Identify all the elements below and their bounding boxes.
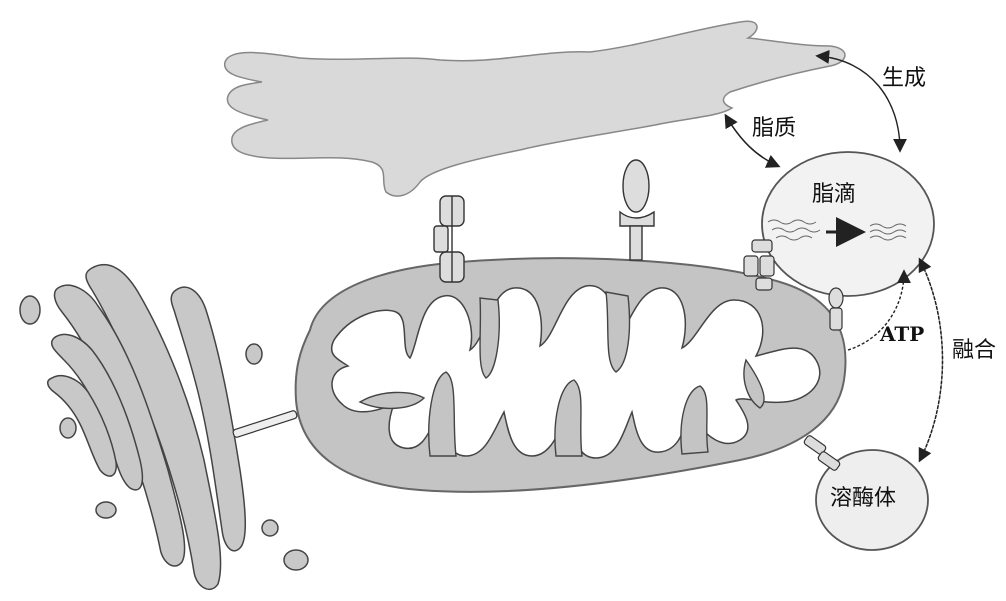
label-fusion: 融合 (952, 340, 996, 362)
mito-droplet-tether (829, 288, 843, 330)
golgi-vesicle (262, 520, 278, 536)
label-lipid: 脂质 (752, 118, 796, 140)
fusion-arrow (920, 260, 943, 460)
endoplasmic-reticulum (225, 21, 845, 196)
golgi-vesicle (284, 550, 308, 570)
fusion-arrow (920, 260, 943, 460)
mito-lysosome-tether (803, 435, 841, 472)
label-lipid-droplet: 脂滴 (812, 184, 856, 206)
label-generate: 生成 (882, 68, 926, 90)
golgi-vesicle (96, 502, 116, 518)
golgi-vesicle (246, 344, 262, 364)
golgi-mito-tether (232, 410, 297, 438)
mitochondrion (296, 258, 846, 492)
label-atp: ATP (880, 324, 924, 344)
golgi-vesicle (60, 418, 76, 438)
lipid-droplet (762, 152, 934, 296)
er-mito-tether (620, 160, 654, 260)
label-lysosome: 溶酶体 (830, 488, 896, 510)
golgi-vesicle (20, 296, 40, 324)
